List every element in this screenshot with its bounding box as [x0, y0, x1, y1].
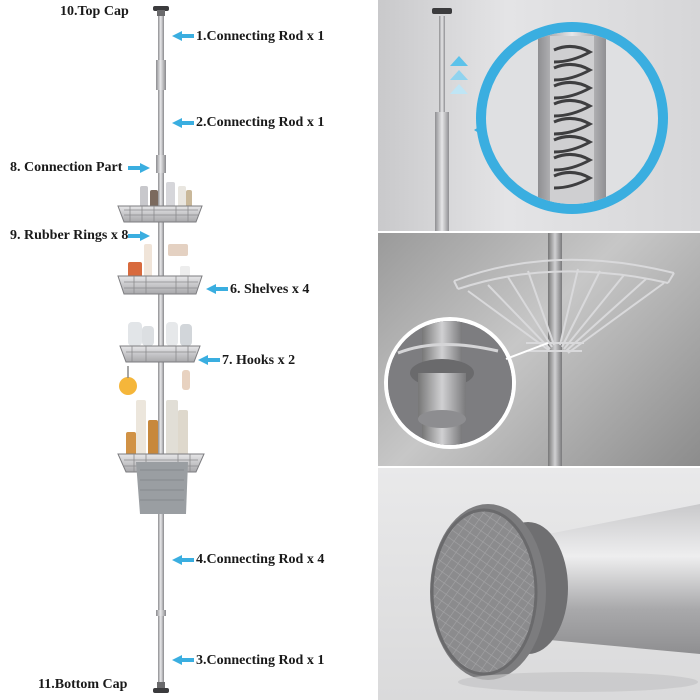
- shelf-2: [117, 244, 203, 295]
- end-cap-detail-panel: [378, 468, 700, 700]
- caddy-illustration: [117, 6, 228, 693]
- label-connecting-rod-3: 3.Connecting Rod x 1: [196, 653, 325, 668]
- label-connecting-rod-2: 2.Connecting Rod x 1: [196, 115, 325, 130]
- shelf-connection-illustration: [384, 233, 675, 466]
- label-connecting-rod-1: 1.Connecting Rod x 1: [196, 29, 325, 44]
- spring-detail-illustration: [432, 8, 668, 231]
- shelf-connection-detail-panel: [378, 233, 700, 466]
- label-connecting-rod-4: 4.Connecting Rod x 4: [196, 552, 325, 567]
- spring-detail-panel: [378, 0, 700, 231]
- label-shelves: 6. Shelves x 4: [230, 282, 310, 297]
- caddy-diagram-panel: 10.Top Cap 1.Connecting Rod x 1 2.Connec…: [10, 4, 325, 693]
- label-rubber-rings: 9. Rubber Rings x 8: [10, 228, 129, 243]
- callout-arrows: [128, 31, 228, 665]
- shelf-1: [117, 182, 203, 223]
- shelf-4: [117, 400, 205, 514]
- top-cap-shape: [153, 6, 169, 16]
- bottom-cap-shape: [153, 682, 169, 693]
- end-cap-illustration: [430, 504, 700, 692]
- label-connection-part: 8. Connection Part: [10, 160, 123, 175]
- shelf-3: [119, 322, 201, 395]
- label-bottom-cap: 11.Bottom Cap: [38, 677, 128, 692]
- label-top-cap: 10.Top Cap: [60, 4, 129, 19]
- label-hooks: 7. Hooks x 2: [222, 353, 296, 368]
